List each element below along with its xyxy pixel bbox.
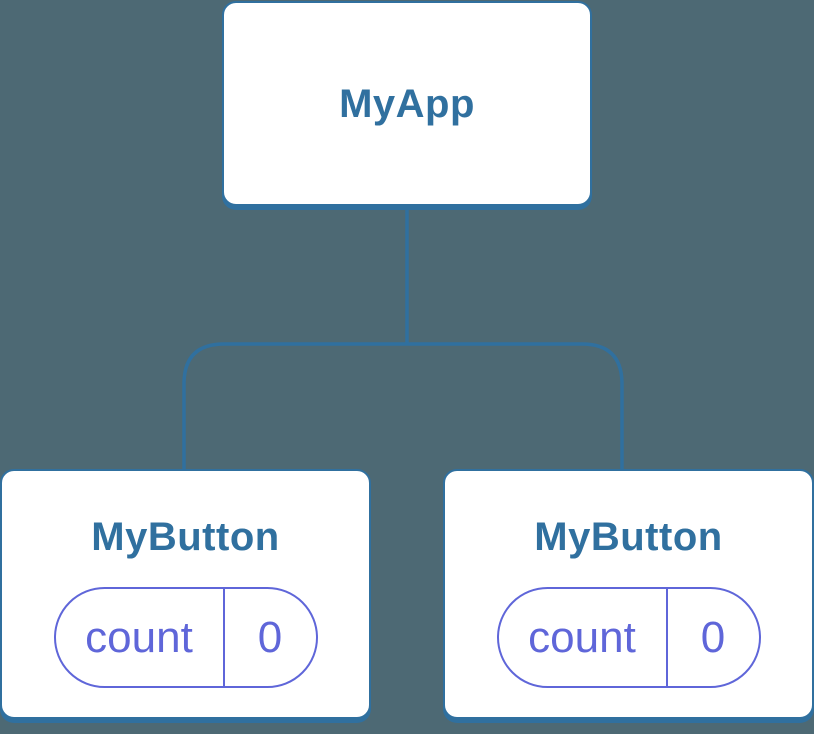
state-key: count: [85, 612, 193, 662]
state-value: 0: [257, 612, 283, 662]
state-pill: count 0: [53, 587, 318, 688]
state-key-cell: count: [56, 589, 225, 686]
state-value-cell: 0: [225, 589, 316, 686]
node-myapp: MyApp: [222, 1, 592, 206]
node-myapp-label: MyApp: [339, 81, 475, 126]
branch-bracket-line: [182, 342, 624, 469]
node-mybutton-right-label: MyButton: [534, 515, 723, 559]
node-mybutton-right: MyButton count 0: [443, 469, 814, 719]
node-mybutton-left: MyButton count 0: [0, 469, 371, 719]
state-key: count: [528, 612, 636, 662]
state-pill: count 0: [496, 587, 761, 688]
state-value: 0: [700, 612, 726, 662]
state-key-cell: count: [499, 589, 668, 686]
node-mybutton-left-label: MyButton: [91, 515, 280, 559]
state-value-cell: 0: [668, 589, 759, 686]
